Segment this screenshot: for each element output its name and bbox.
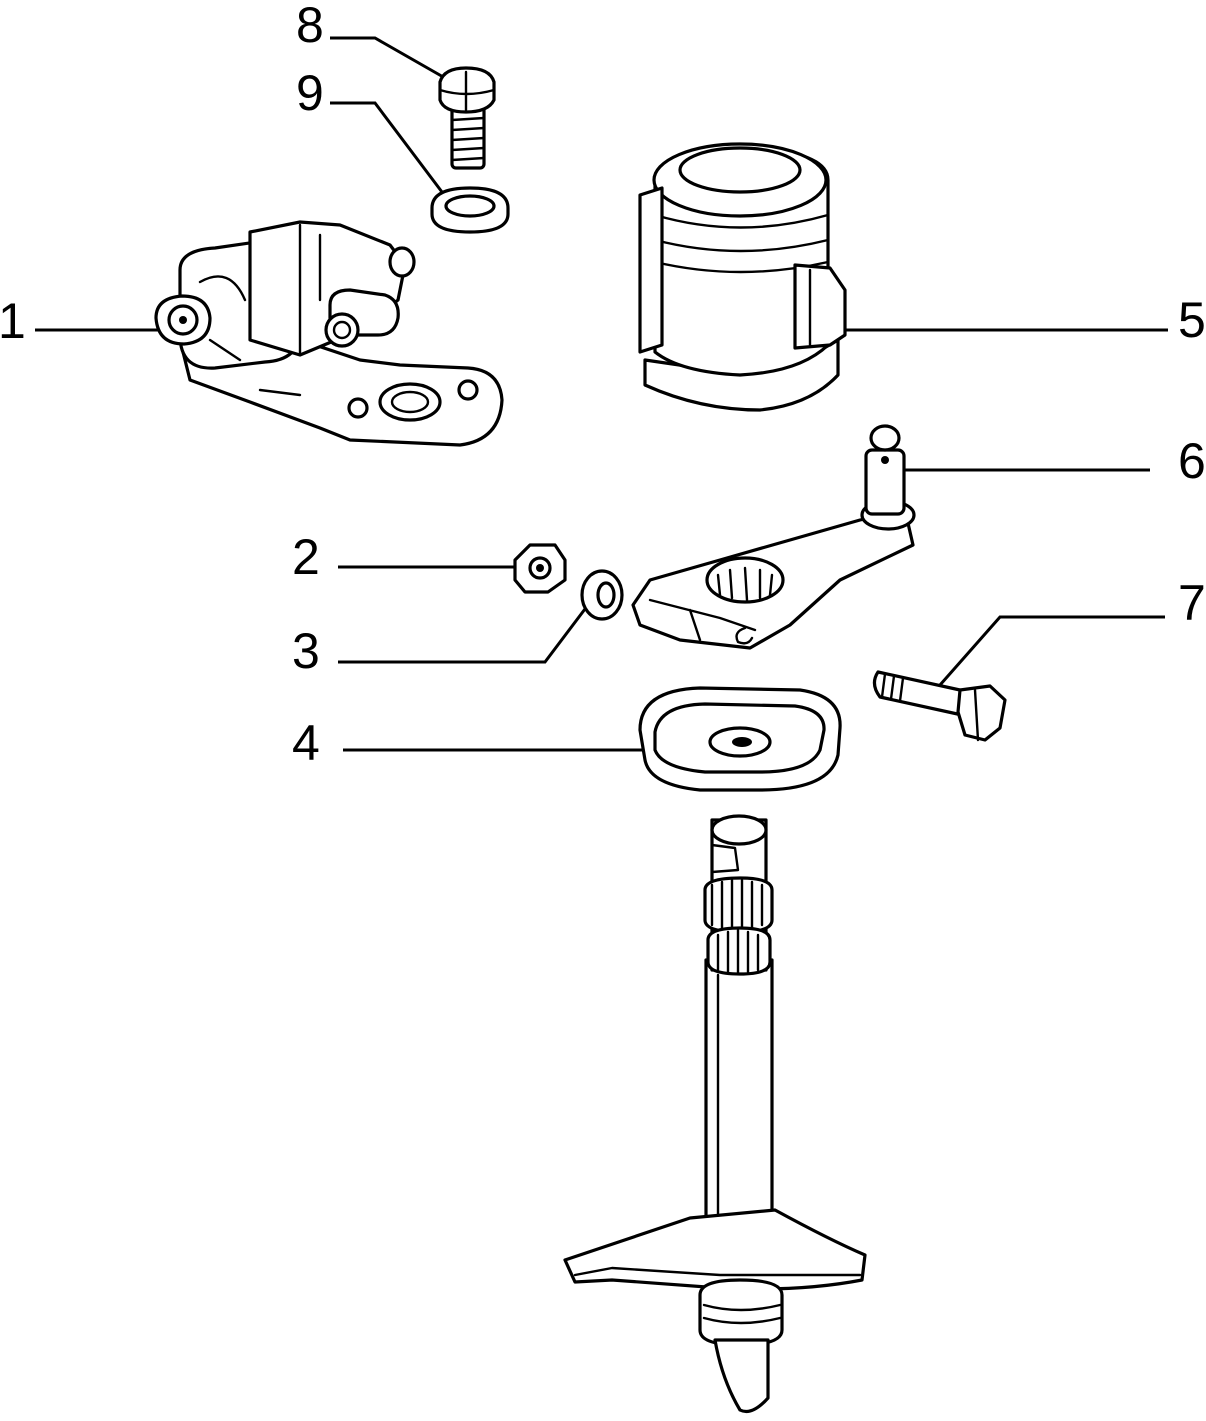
selector-housing-part-1 [154,220,504,447]
callout-7: 7 [1178,575,1206,631]
leader-lines [35,36,1168,752]
selector-shaft [563,814,867,1414]
washer-part-3 [580,569,624,621]
leader-line-7 [938,615,1165,686]
lever-arm-part-6 [631,424,916,650]
bolt-part-8 [438,66,496,170]
callout-2: 2 [292,529,320,585]
callout-1: 1 [0,293,26,349]
hex-nut-part-2 [513,543,567,594]
bolt-part-7 [872,670,1007,742]
leader-line-9 [330,101,450,201]
leader-line-3 [338,604,590,664]
leader-line-8 [330,36,446,80]
gasket-seat-part-4 [638,686,842,792]
callout-4: 4 [292,715,320,771]
washer-part-9 [430,186,510,234]
callout-6: 6 [1178,433,1206,489]
callout-9: 9 [296,65,324,121]
callout-5: 5 [1178,292,1206,348]
cylinder-cover-part-5 [638,142,847,412]
callout-8: 8 [296,0,324,53]
callout-3: 3 [292,623,320,679]
